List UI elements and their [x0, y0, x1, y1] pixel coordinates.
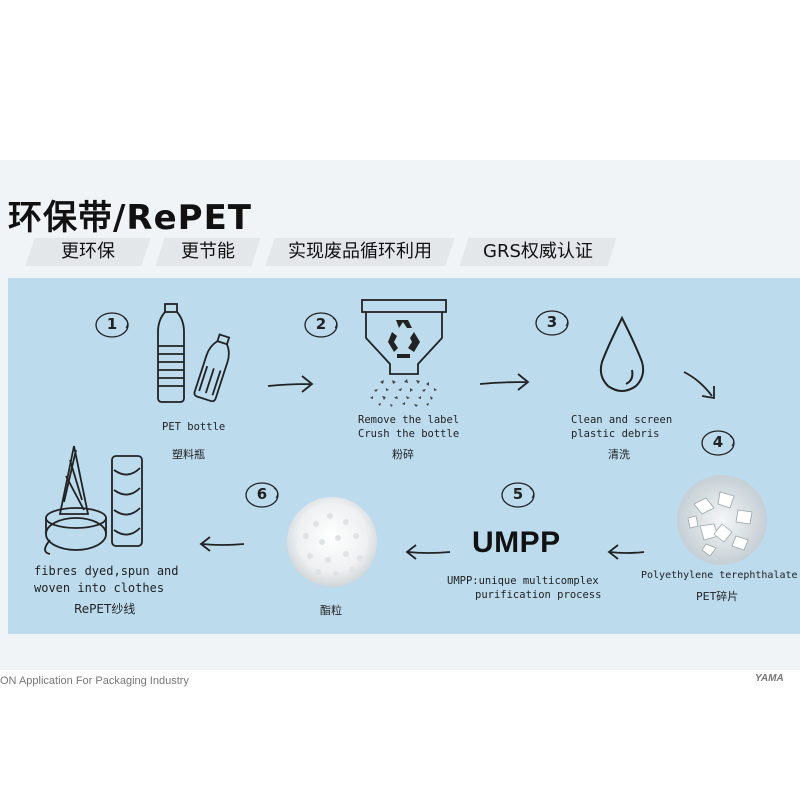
step-number-4: 4 [700, 428, 736, 458]
arrow-icon [199, 536, 245, 552]
arrow-icon [683, 371, 715, 400]
umpp-heading: UMPP [472, 526, 561, 559]
step-number-6: 6 [244, 480, 280, 510]
yarn-spools-icon [44, 445, 143, 555]
tag-recycle: 实现废品循环利用 [265, 238, 455, 266]
arrow-icon [267, 375, 314, 393]
step2-caption-zh: 粉碎 [392, 448, 414, 461]
tag-energy: 更节能 [155, 238, 261, 266]
fibre-caption-line1: fibres dyed,spun and [34, 564, 179, 578]
fibre-caption-line2: woven into clothes [34, 581, 165, 595]
page-title: 环保带/RePET [8, 198, 252, 238]
brand-logo: YAMA [755, 673, 784, 684]
step4-caption: Polyethylene terephthalate [641, 570, 798, 581]
step3-caption-line2: plastic debris [571, 428, 660, 440]
pet-flakes-image [677, 475, 767, 565]
step-number-3: 3 [534, 308, 570, 338]
step2-caption-line2: Crush the bottle [358, 428, 460, 440]
fibre-caption-zh: RePET纱线 [74, 602, 136, 616]
recycle-hopper-icon [361, 299, 447, 407]
step3-caption-line1: Clean and screen [571, 414, 673, 426]
tag-eco: 更环保 [25, 238, 151, 266]
step5-caption-line1: UMPP:unique multicomplex [447, 575, 599, 587]
step-number-2: 2 [303, 310, 339, 340]
arrow-icon [479, 373, 530, 391]
step-number-5: 5 [500, 480, 536, 510]
step2-caption-line1: Remove the label [358, 414, 460, 426]
water-drop-icon [599, 315, 645, 392]
step6-caption-zh: 酯粒 [320, 604, 342, 617]
step3-caption-zh: 清洗 [608, 448, 630, 461]
step4-caption-zh: PET碎片 [696, 590, 739, 603]
arrow-icon [405, 544, 451, 560]
step5-caption-line2: purification process [475, 589, 602, 601]
arrow-icon [607, 544, 645, 560]
step1-caption-zh: 塑料瓶 [172, 448, 205, 461]
tag-grs: GRS权威认证 [459, 238, 617, 266]
tag-row: 更环保 更节能 实现废品循环利用 GRS权威认证 [8, 238, 800, 266]
footer-text: ON Application For Packaging Industry [0, 675, 189, 687]
pellets-image [287, 497, 377, 587]
step-number-1: 1 [94, 310, 130, 340]
step1-caption: PET bottle [162, 421, 226, 433]
bottle-icon [157, 303, 231, 403]
